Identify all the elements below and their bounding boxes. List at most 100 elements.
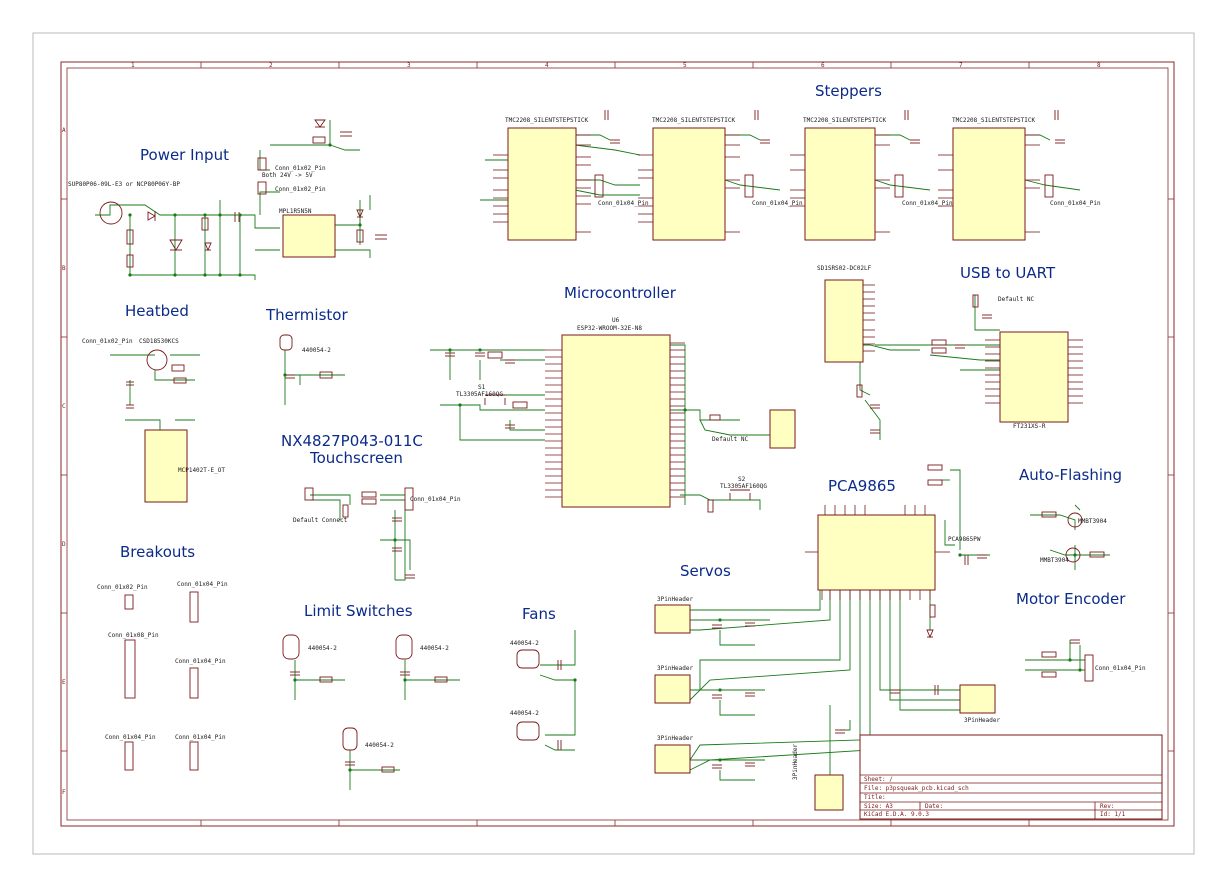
u3-part-name: MPL1R5N5N	[279, 208, 312, 215]
j23-body	[769, 409, 796, 449]
title-block-rev: Rev:	[1100, 803, 1115, 810]
border-col-1: 1	[131, 62, 135, 69]
j12-label: 440054-2	[308, 645, 337, 652]
j13-label: 440054-2	[365, 742, 394, 749]
u6-ref: U6	[612, 317, 620, 324]
q3-part-name: MMBT3904	[1040, 557, 1069, 564]
j14-label: Conn_01x04_Pin	[410, 496, 461, 503]
title-block-file: File: p3psqueak_pcb.kicad_sch	[864, 785, 969, 792]
border-ticks	[61, 62, 1174, 826]
u10-body	[999, 331, 1069, 423]
j19-label: 3PinHeader	[657, 596, 694, 603]
u2-body	[144, 429, 188, 503]
j9-label: Conn_01x02_Pin	[275, 165, 326, 172]
border-col-4: 4	[545, 62, 549, 69]
pin-stubs	[493, 134, 1083, 600]
title-auto-flashing: Auto-Flashing	[1019, 466, 1123, 484]
title-pca9865: PCA9865	[828, 477, 896, 495]
title-heatbed: Heatbed	[125, 302, 189, 320]
u4-part-name: TMC2208_SILENTSTEPSTICK	[505, 117, 589, 124]
j9-note: Both 24V -> 5V	[262, 172, 313, 179]
border-col-6: 6	[821, 62, 825, 69]
u7-part-name: TMC2208_SILENTSTEPSTICK	[803, 117, 887, 124]
j10-label: Conn_01x02_Pin	[275, 186, 326, 193]
j19-body	[654, 604, 691, 634]
q1-part-name: CSD18530KCS	[139, 338, 179, 345]
border-row-f: F	[62, 789, 66, 796]
border-col-3: 3	[407, 62, 411, 69]
j11-label: 440054-2	[302, 347, 331, 354]
j28-label: Conn_01x04_Pin	[1050, 200, 1101, 207]
j25-body	[824, 279, 864, 363]
j20-label: 3PinHeader	[657, 665, 694, 672]
j17-label: 440054-2	[510, 710, 539, 717]
border-row-b: B	[62, 265, 66, 272]
j25-part-name: SD1SRS02-DC02LF	[817, 265, 872, 272]
u10-part-name: FT231XS-R	[1013, 423, 1046, 430]
title-fans: Fans	[522, 605, 556, 623]
j24-label: 3PinHeader	[792, 743, 799, 780]
title-touchscreen-model: NX4827P043-011C	[281, 432, 423, 450]
border-row-e: E	[62, 679, 66, 686]
title-limit-switches: Limit Switches	[304, 602, 413, 620]
page-outer-border	[32, 32, 1195, 855]
u1-part-name: SUP80P06-09L-E3 or NCP80P06Y-BP	[68, 181, 180, 188]
title-block-sheet: Sheet: /	[864, 776, 893, 783]
border-row-a: A	[62, 127, 66, 134]
j27-label: 3PinHeader	[964, 717, 1001, 724]
junctions	[128, 143, 1082, 772]
border-col-7: 7	[959, 62, 963, 69]
j6-label: Conn_01x04_Pin	[177, 581, 228, 588]
title-usb-to-uart: USB to UART	[960, 264, 1056, 282]
q2-part-name: MMBT3904	[1078, 518, 1107, 525]
j29-label: Conn_01x04_Pin	[1095, 665, 1146, 672]
u5-part-name: TMC2208_SILENTSTEPSTICK	[652, 117, 736, 124]
u3-body	[282, 214, 336, 258]
s1-ref: S1	[478, 384, 486, 391]
u6-part-name: ESP32-WROOM-32E-N8	[577, 325, 643, 332]
j24-body	[814, 774, 844, 811]
u5-body	[652, 127, 726, 241]
chip-bodies	[144, 127, 1163, 820]
j27-body	[959, 684, 996, 714]
border-row-d: D	[62, 541, 66, 548]
s2-part-name: TL3305AF160QG	[720, 483, 767, 490]
u7-body	[804, 127, 876, 241]
u9-body	[952, 127, 1026, 241]
border-col-8: 8	[1097, 62, 1101, 69]
j15-label: 440054-2	[420, 645, 449, 652]
u2-part-name: MCP1402T-E_OT	[178, 467, 225, 474]
border-row-c: C	[62, 403, 66, 410]
j16-label: 440054-2	[510, 640, 539, 647]
passives	[99, 110, 1105, 773]
title-touchscreen: Touchscreen	[310, 449, 403, 467]
s1-part-name: TL3305AF160QG	[456, 391, 503, 398]
u8-part-name: PCA9865PW	[948, 536, 981, 543]
j21-body	[654, 744, 691, 774]
j5-label: Conn_01x02_Pin	[97, 584, 148, 591]
j21-default-nc-note: Default NC	[712, 436, 749, 443]
j18-label: Conn_01x04_Pin	[598, 200, 649, 207]
title-block-size: Size: A3	[864, 803, 893, 810]
title-block-tool: KiCad E.D.A. 9.0.3	[864, 811, 930, 818]
title-motor-encoder: Motor Encoder	[1016, 590, 1126, 608]
title-block-frame	[859, 734, 1163, 820]
title-servos: Servos	[680, 562, 731, 580]
page-frame	[60, 61, 1175, 827]
u6-body	[561, 334, 671, 508]
u9-part-name: TMC2208_SILENTSTEPSTICK	[952, 117, 1036, 124]
u8-body	[817, 514, 936, 591]
title-block-id: Id: 1/1	[1100, 811, 1126, 818]
j7-label: Conn_01x04_Pin	[175, 658, 226, 665]
wires	[95, 120, 1110, 790]
u4-body	[507, 127, 577, 241]
title-thermistor: Thermistor	[266, 306, 348, 324]
border-col-2: 2	[269, 62, 273, 69]
title-block-lines	[860, 774, 1162, 819]
j21-label: 3PinHeader	[657, 735, 694, 742]
j20-body	[654, 674, 691, 704]
j26-label: Conn_01x04_Pin	[902, 200, 953, 207]
title-block-date: Date:	[925, 803, 944, 810]
